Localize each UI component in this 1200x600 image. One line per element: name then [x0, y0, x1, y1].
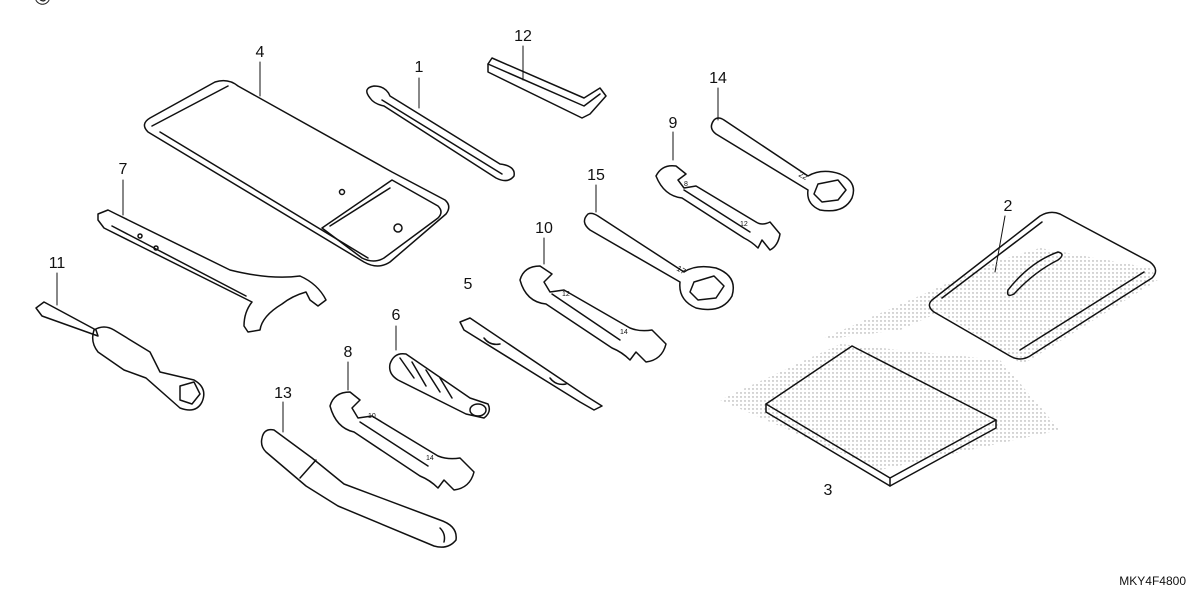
callout-6: 6 [391, 307, 401, 324]
document-bag [820, 211, 1158, 364]
callout-5: 5 [463, 276, 473, 293]
callout-1: 1 [414, 59, 424, 76]
pin-spanner [97, 209, 327, 333]
open-wrench-12-14: 12 14 [519, 265, 667, 363]
callout-2: 2 [1003, 198, 1013, 215]
plug-socket-wrench [35, 301, 205, 411]
wrench-size-mark: 22 [797, 170, 810, 182]
callout-10: 10 [535, 220, 553, 237]
callout-13: 13 [274, 385, 292, 402]
callout-11: 11 [48, 255, 66, 272]
spoke-tool [366, 85, 515, 182]
wrench-size-mark: 8 [684, 181, 688, 188]
wrench-size-mark: 10 [368, 413, 376, 420]
open-wrench-10-14: 10 14 [329, 391, 475, 491]
tool-pouch [143, 79, 450, 267]
diagram-code: MKY4F4800 [1119, 574, 1186, 588]
callout-9: 9 [668, 115, 678, 132]
tool-handle [260, 428, 457, 548]
callout-14: 14 [709, 70, 727, 87]
wrench-size-mark: 14 [620, 329, 628, 336]
callout-3: 3 [823, 482, 833, 499]
box-wrench-22: 22 [710, 117, 855, 212]
hex-key [487, 57, 607, 119]
wrench-size-mark: 12 [740, 221, 748, 228]
wrench-size-mark: 17 [675, 264, 688, 277]
ring-wrench-17: 17 [583, 212, 734, 311]
callout-4: 4 [255, 44, 265, 61]
wrench-size-mark: 12 [562, 291, 570, 298]
callout-7: 7 [118, 161, 128, 178]
callout-12: 12 [514, 28, 532, 45]
callout-8: 8 [343, 344, 353, 361]
callout-15: 15 [587, 167, 605, 184]
screwdriver-handle [388, 352, 491, 419]
owner-manual [720, 344, 1060, 487]
open-wrench-8-12: 8 12 [655, 164, 781, 251]
wrench-size-mark: 14 [426, 455, 434, 462]
screwdriver-bit [459, 317, 603, 411]
